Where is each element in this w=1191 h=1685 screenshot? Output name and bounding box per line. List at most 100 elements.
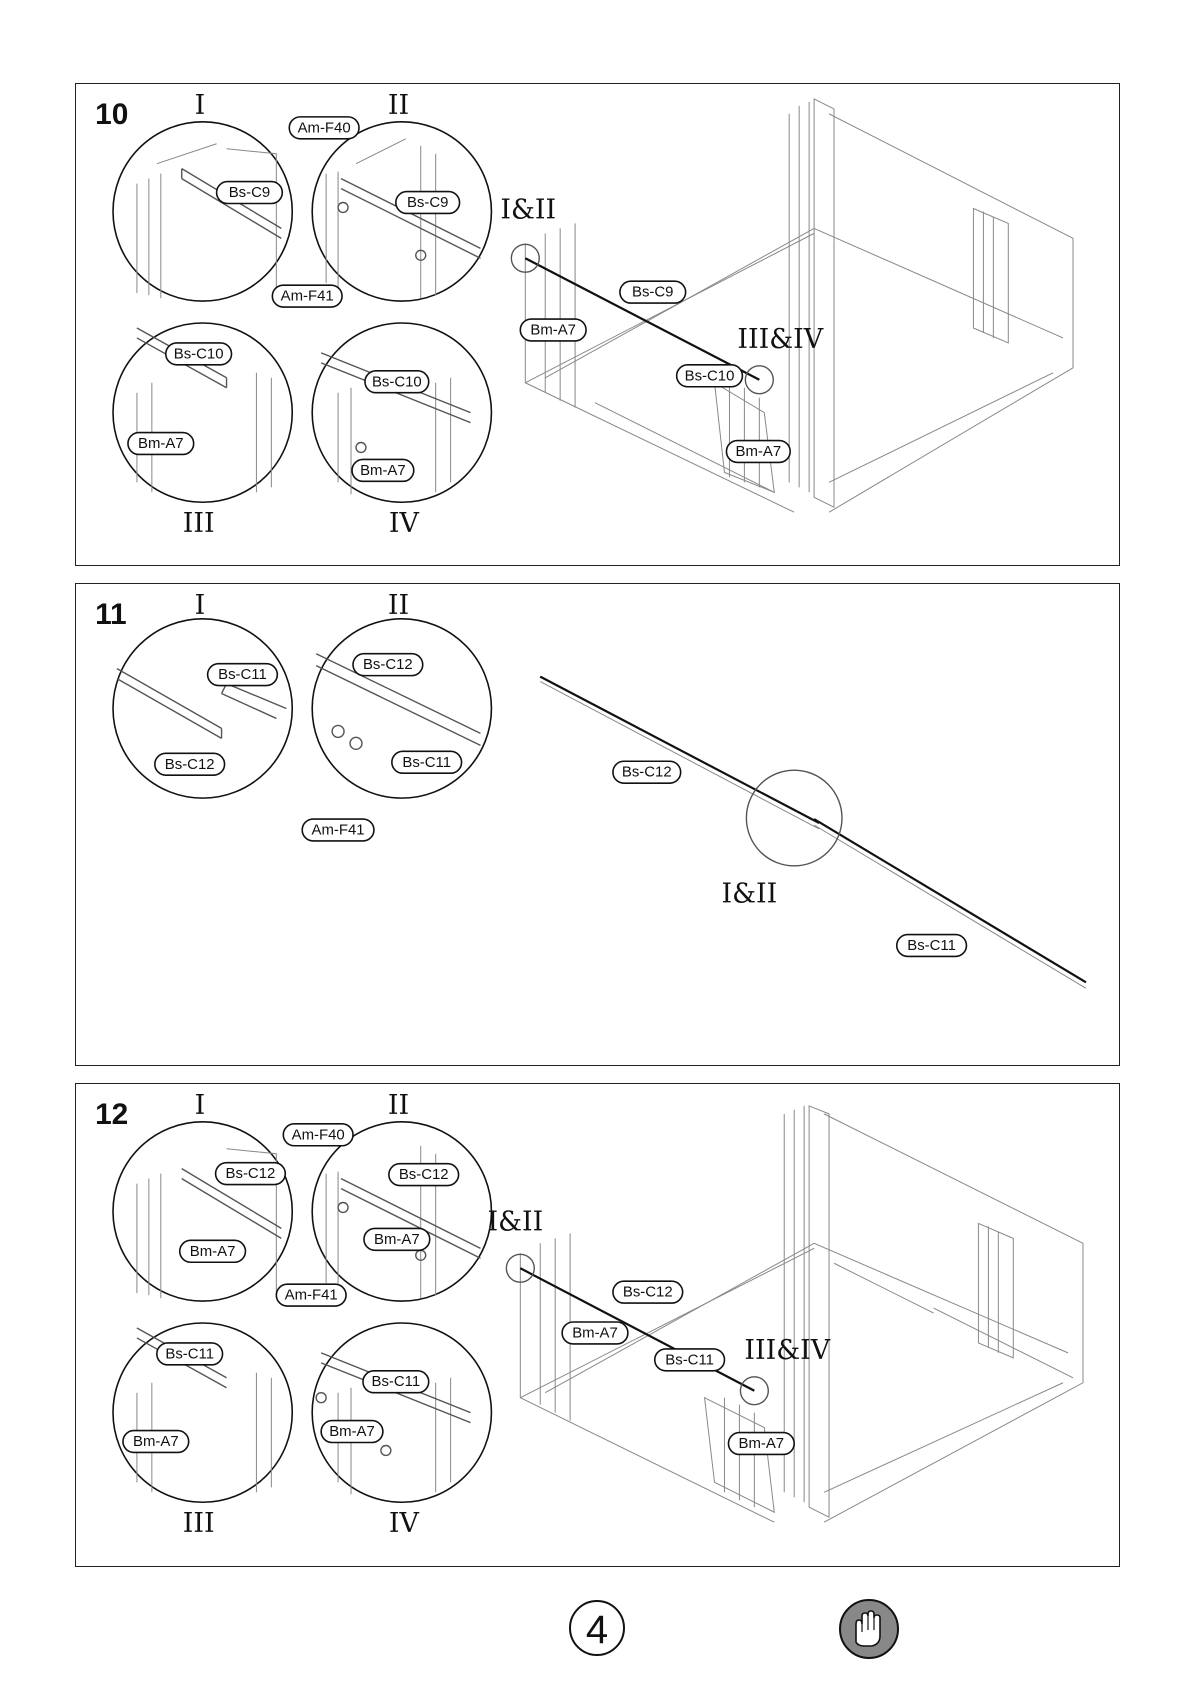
tag-i-bs-c11: Bs-C11 [208, 664, 278, 686]
roman-label-i-ii: I&II [500, 194, 556, 225]
detail-marker-i-ii [746, 770, 842, 866]
tag-main-bm-a7-right: Bm-A7 [726, 441, 790, 463]
svg-text:Am-F41: Am-F41 [281, 288, 334, 305]
tag-ii-am-f41: Am-F41 [276, 1284, 346, 1306]
svg-text:Bs-C12: Bs-C12 [623, 1284, 673, 1301]
tag-ii-bs-c12: Bs-C12 [389, 1164, 459, 1186]
svg-text:Am-F40: Am-F40 [292, 1126, 345, 1143]
roman-label-iii: III [183, 1508, 215, 1539]
page-number-text: 4 [586, 1608, 608, 1652]
roman-label-iv: IV [389, 508, 420, 539]
tag-ii-am-f40: Am-F40 [283, 1124, 353, 1146]
step-number: 10 [95, 98, 128, 131]
tag-main-bm-a7-left: Bm-A7 [562, 1322, 628, 1344]
tag-main-bs-c12: Bs-C12 [613, 761, 681, 783]
detail-circle-i [113, 122, 292, 301]
tag-iv-bs-c11: Bs-C11 [363, 1371, 429, 1393]
svg-text:Bs-C9: Bs-C9 [229, 184, 270, 201]
tag-ii-bs-c12: Bs-C12 [353, 654, 423, 676]
tag-i-bs-c12: Bs-C12 [155, 753, 225, 775]
tag-ii-am-f41: Am-F41 [272, 285, 342, 307]
roman-label-iii-iv: III&IV [744, 1335, 830, 1366]
gloves-icon [838, 1598, 900, 1660]
tag-iii-bm-a7: Bm-A7 [123, 1431, 189, 1453]
tag-iii-bs-c10: Bs-C10 [166, 343, 232, 365]
detail-circle-iv [312, 1323, 491, 1502]
tag-iv-bm-a7: Bm-A7 [352, 459, 414, 481]
tag-main-bm-a7-right: Bm-A7 [728, 1433, 794, 1455]
tag-main-bs-c10: Bs-C10 [677, 365, 743, 387]
tag-iii-bs-c11: Bs-C11 [157, 1343, 223, 1365]
tag-i-bm-a7: Bm-A7 [180, 1240, 246, 1262]
step-12-diagram: 12 I II III IV Bs-C12 Bm-A7 Am-F40 Bs-C1… [76, 1084, 1119, 1566]
svg-text:Bm-A7: Bm-A7 [739, 1435, 785, 1452]
svg-text:Bs-C12: Bs-C12 [165, 756, 215, 773]
svg-text:Bm-A7: Bm-A7 [736, 443, 782, 460]
detail-circle-i [113, 1122, 292, 1301]
step-10-panel: 10 I II III IV Bs-C9 Am-F40 Bs-C9 Am-F41… [75, 83, 1120, 566]
step-10-diagram: 10 I II III IV Bs-C9 Am-F40 Bs-C9 Am-F41… [76, 84, 1119, 565]
roman-label-ii: II [388, 1090, 409, 1121]
shed-frame-drawing [511, 99, 1073, 512]
svg-text:Bm-A7: Bm-A7 [138, 435, 184, 452]
svg-text:Bs-C10: Bs-C10 [174, 345, 224, 362]
svg-text:Am-F41: Am-F41 [285, 1287, 338, 1304]
svg-text:Am-F40: Am-F40 [298, 119, 351, 136]
svg-text:Bm-A7: Bm-A7 [360, 462, 406, 479]
tag-main-bs-c12: Bs-C12 [613, 1281, 683, 1303]
tag-main-bm-a7-left: Bm-A7 [520, 319, 586, 341]
svg-text:Bs-C11: Bs-C11 [372, 1373, 421, 1390]
roman-label-i: I [195, 1090, 206, 1121]
roman-label-ii: II [388, 590, 409, 621]
tag-ii-bs-c11: Bs-C11 [392, 751, 462, 773]
detail-marker-iii-iv [740, 1377, 768, 1405]
roman-label-i: I [195, 90, 206, 121]
svg-text:Bm-A7: Bm-A7 [133, 1433, 179, 1450]
roman-label-iii-iv: III&IV [737, 324, 823, 355]
svg-text:Bs-C10: Bs-C10 [372, 373, 422, 390]
tag-ii-am-f41: Am-F41 [302, 819, 374, 841]
svg-text:Bs-C11: Bs-C11 [402, 754, 451, 771]
page-number: 4 [567, 1598, 627, 1658]
svg-text:Bs-C11: Bs-C11 [907, 937, 956, 954]
svg-text:Bm-A7: Bm-A7 [530, 321, 576, 338]
tag-main-bs-c11: Bs-C11 [655, 1349, 725, 1371]
tag-iii-bm-a7: Bm-A7 [128, 433, 194, 455]
tag-ii-am-f40: Am-F40 [289, 117, 359, 139]
svg-text:Bs-C11: Bs-C11 [665, 1351, 714, 1368]
svg-text:Bs-C11: Bs-C11 [218, 666, 267, 683]
rail-assembly-drawing [540, 677, 1086, 989]
svg-text:Bs-C9: Bs-C9 [407, 194, 448, 211]
svg-text:Bm-A7: Bm-A7 [329, 1423, 375, 1440]
roman-label-i-ii: I&II [487, 1206, 543, 1237]
tag-ii-bs-c9: Bs-C9 [396, 192, 460, 214]
svg-text:Bs-C12: Bs-C12 [226, 1165, 276, 1182]
shed-frame-drawing [506, 1106, 1083, 1522]
step-11-diagram: 11 I II Bs-C11 Bs-C12 Bs-C12 Bs-C11 Am-F… [76, 584, 1119, 1065]
detail-marker-iii-iv [745, 366, 773, 394]
step-12-panel: 12 I II III IV Bs-C12 Bm-A7 Am-F40 Bs-C1… [75, 1083, 1120, 1567]
svg-text:Bm-A7: Bm-A7 [190, 1243, 236, 1260]
detail-circle-ii [312, 1122, 491, 1301]
step-11-panel: 11 I II Bs-C11 Bs-C12 Bs-C12 Bs-C11 Am-F… [75, 583, 1120, 1066]
svg-text:Bm-A7: Bm-A7 [374, 1231, 420, 1248]
step-number: 12 [95, 1098, 128, 1131]
tag-i-bs-c9: Bs-C9 [217, 182, 283, 204]
tag-ii-bm-a7: Bm-A7 [364, 1228, 430, 1250]
roman-label-ii: II [388, 90, 409, 121]
step-number: 11 [95, 598, 127, 631]
tag-i-bs-c12: Bs-C12 [216, 1163, 286, 1185]
roman-label-i-ii: I&II [721, 879, 777, 910]
svg-text:Bs-C12: Bs-C12 [622, 764, 672, 781]
svg-text:Am-F41: Am-F41 [312, 821, 365, 838]
tag-main-bs-c11: Bs-C11 [897, 935, 967, 957]
roman-label-i: I [195, 590, 206, 621]
roman-label-iv: IV [389, 1508, 420, 1539]
tag-iv-bm-a7: Bm-A7 [321, 1421, 383, 1443]
tag-main-bs-c9: Bs-C9 [620, 281, 686, 303]
svg-text:Bs-C12: Bs-C12 [363, 656, 413, 673]
svg-text:Bm-A7: Bm-A7 [572, 1324, 618, 1341]
svg-text:Bs-C11: Bs-C11 [165, 1345, 214, 1362]
roman-label-iii: III [183, 508, 215, 539]
svg-text:Bs-C12: Bs-C12 [399, 1166, 449, 1183]
